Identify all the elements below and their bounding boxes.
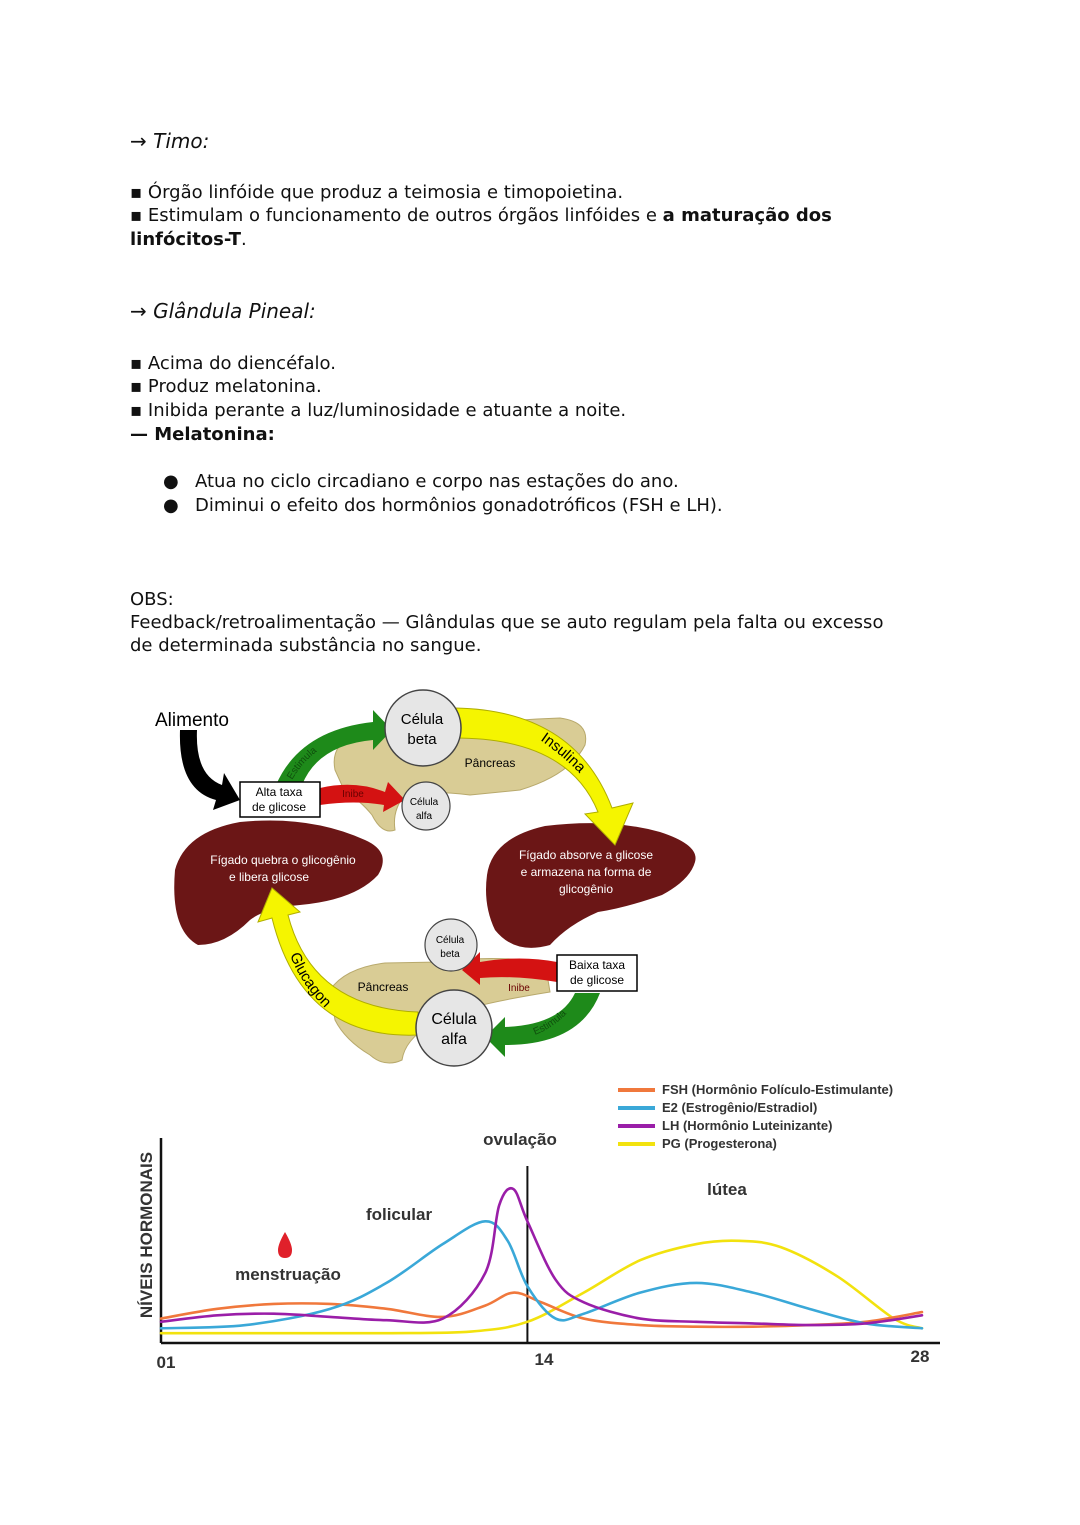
figado-right-label-2: e armazena na forma de [521, 865, 652, 879]
glucose-feedback-diagram: Alimento Célula beta Célula alfa Pâncrea… [155, 689, 696, 1067]
figado-left-label-2: e libera glicose [229, 870, 309, 884]
inibe-top-label: Inibe [342, 789, 364, 800]
celula-alfa-bottom-label-1: Célula [431, 1011, 476, 1028]
stimulates-arrow-bottom [485, 993, 600, 1057]
inibe-bottom-label: Inibe [508, 983, 530, 994]
series-line-e2 [159, 1220, 924, 1330]
bullet-text: Atua no ciclo circadiano e corpo nas est… [195, 471, 679, 492]
x-tick-01: 01 [157, 1353, 176, 1372]
pineal-heading: → Glândula Pineal: [130, 299, 316, 323]
timo-line-2-bold: a maturação dos [662, 205, 832, 226]
inhibits-arrow-bottom [462, 952, 557, 985]
pancreas-bottom-label: Pâncreas [358, 980, 409, 994]
timo-line-3-suffix: . [240, 229, 247, 250]
celula-beta-bottom-label-2: beta [440, 949, 460, 960]
stimulates-arrow-top [276, 710, 392, 785]
pancreas-top-label: Pâncreas [465, 756, 516, 770]
celula-alfa-top-label-2: alfa [416, 811, 433, 822]
celula-alfa-top-label-1: Célula [410, 797, 439, 808]
x-tick-28: 28 [911, 1347, 930, 1366]
baixa-taxa-box [556, 954, 638, 992]
alimento-label: Alimento [155, 710, 229, 731]
glucagon-label: Glucagon [286, 950, 334, 1011]
x-tick-14: 14 [535, 1350, 554, 1369]
bullet-dot-icon: ● [163, 495, 179, 516]
annotation-ovulacao: ovulação [483, 1130, 557, 1149]
timo-line-2-text: ▪ Estimulam o funcionamento de outros ór… [130, 205, 663, 226]
alta-taxa-label-2: de glicose [252, 800, 306, 814]
melatonina-label: — Melatonina: [130, 424, 275, 445]
y-axis-label: NÍVEIS HORMONAIS [137, 1152, 156, 1318]
blood-drop-icon [278, 1232, 292, 1258]
alta-taxa-box [239, 781, 321, 818]
chart-legend: FSH (Hormônio Folículo-Estimulante) E2 (… [618, 1082, 893, 1151]
liver-left-shape [174, 820, 383, 945]
series-line-fsh [159, 1291, 924, 1329]
annotation-lutea: lútea [707, 1180, 747, 1199]
bullet-text: Diminui o efeito dos hormônios gonadotró… [195, 495, 723, 516]
celula-beta-top-circle [384, 689, 462, 767]
liver-right-shape [486, 823, 696, 948]
hormone-cycle-chart: FSH (Hormônio Folículo-Estimulante) E2 (… [137, 1082, 940, 1372]
timo-line-2: ▪ Estimulam o funcionamento de outros ór… [130, 204, 930, 228]
glucagon-arrow [257, 887, 419, 1036]
obs-line-1: Feedback/retroalimentação — Glândulas qu… [130, 612, 884, 633]
figado-right-label-3: glicogênio [559, 882, 613, 896]
obs-line-2: de determinada substância no sangue. [130, 635, 482, 656]
celula-beta-bottom-label-1: Célula [436, 935, 465, 946]
pineal-line-3: ▪ Inibida perante a luz/luminosidade e a… [130, 400, 627, 421]
celula-alfa-top-circle [401, 781, 451, 831]
figado-left-label-1: Fígado quebra o glicogênio [210, 853, 356, 867]
series-layer [159, 1187, 924, 1335]
timo-line-1: ▪ Órgão linfóide que produz a teimosia e… [130, 182, 624, 203]
timo-heading: → Timo: [130, 129, 210, 153]
celula-beta-top-label-1: Célula [401, 711, 444, 728]
annotation-menstruacao: menstruação [235, 1265, 341, 1284]
celula-alfa-bottom-circle [415, 989, 493, 1067]
figado-right-label-1: Fígado absorve a glicose [519, 848, 653, 862]
timo-line-3: linfócitos-T. [130, 228, 930, 252]
legend-label-fsh: FSH (Hormônio Folículo-Estimulante) [662, 1082, 893, 1097]
legend-label-e2: E2 (Estrogênio/Estradiol) [662, 1100, 817, 1115]
obs-label: OBS: [130, 589, 174, 610]
glucagon-path-text: Glucagon [286, 950, 334, 1011]
inhibits-arrow-top [320, 782, 405, 812]
series-line-pg [159, 1239, 924, 1335]
legend-label-pg: PG (Progesterona) [662, 1136, 777, 1151]
insulin-arrow [454, 707, 634, 846]
melatonina-bullet-2: ● Diminui o efeito dos hormônios gonadotr… [163, 494, 723, 518]
series-line-lh [159, 1187, 924, 1327]
pineal-line-1: ▪ Acima do diencéfalo. [130, 353, 336, 374]
baixa-taxa-label-2: de glicose [570, 973, 624, 987]
baixa-taxa-label-1: Baixa taxa [569, 958, 625, 972]
melatonina-bullet-1: ● Atua no ciclo circadiano e corpo nas es… [163, 470, 679, 494]
celula-beta-bottom-circle [424, 918, 478, 972]
celula-alfa-bottom-label-2: alfa [441, 1031, 467, 1048]
pineal-line-2: ▪ Produz melatonina. [130, 376, 322, 397]
alta-taxa-label-1: Alta taxa [256, 785, 303, 799]
legend-label-lh: LH (Hormônio Luteinizante) [662, 1118, 832, 1133]
celula-beta-top-label-2: beta [407, 731, 437, 748]
timo-line-3-bold: linfócitos-T [130, 229, 241, 250]
bullet-dot-icon: ● [163, 471, 179, 492]
annotation-folicular: folicular [366, 1205, 433, 1224]
food-arrow-icon [179, 730, 240, 810]
